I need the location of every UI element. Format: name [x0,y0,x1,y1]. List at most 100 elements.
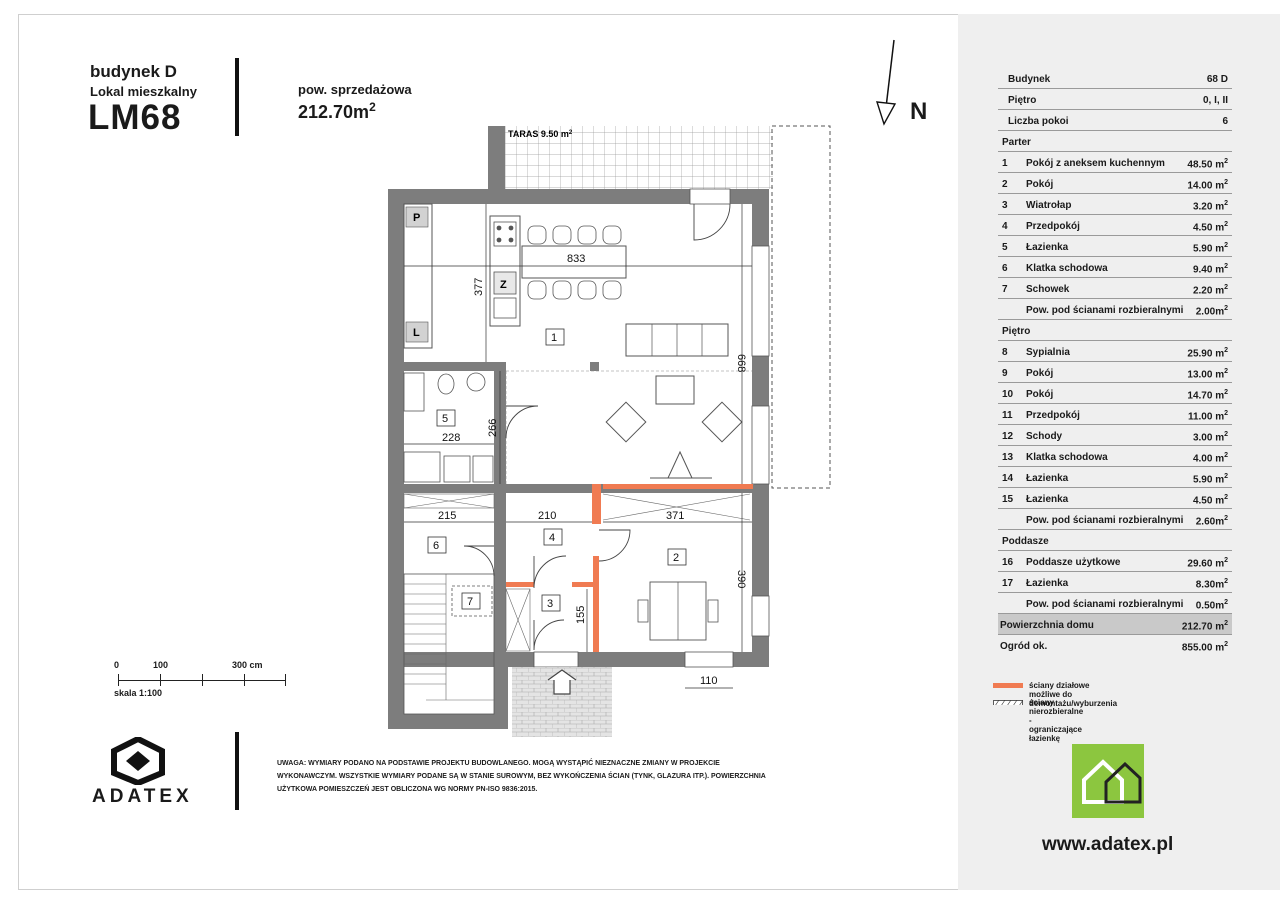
logo-text: ADATEX [92,786,193,807]
section-title: Poddasze [998,530,1232,551]
wall [494,652,508,729]
kitchen-island [489,215,521,327]
terrace-label: TARAS 9.50 m2 [508,129,573,139]
washing-machine [443,455,471,483]
wall [404,362,494,371]
dining-table [521,245,627,279]
tv-unit [650,450,712,479]
room-number: 5 [442,413,448,425]
dim-label: 210 [538,510,556,522]
north-label: N [910,98,928,125]
scale-bar: 0 100 300 cm skala 1:100 [108,660,286,710]
dim-label: 668 [735,354,747,372]
terrace-door [689,188,731,205]
room-number: 7 [467,596,473,608]
bath-cabinet [403,372,425,412]
removable-wall [572,582,593,587]
bathroom-fixtures [403,372,494,483]
fridge-label: Z [500,279,507,291]
coffee-table [655,375,695,405]
unit-kind: Lokal mieszkalny [90,84,197,99]
floor-plan: TARAS 9.50 m2 P L Z [388,125,831,737]
adatex-logo-icon [111,737,165,785]
dimension-labels: 833 377 668 266 228 215 210 371 390 155 … [438,253,747,687]
fridge [493,271,517,295]
website-link[interactable]: www.adatex.pl [1042,834,1174,855]
scale-tick-label: 100 [153,660,169,670]
room-number: 1 [551,332,557,344]
removable-wall [593,556,599,652]
room-number: 6 [433,540,439,552]
washer-label: L [413,327,420,339]
room-number: 2 [673,552,679,564]
removable-wall [506,582,534,587]
garden-row: Ogród ok.855.00 m2 [1000,641,1228,654]
dim-label: 215 [438,510,456,522]
legend-swatch [993,683,1023,688]
dim-label: 371 [666,510,684,522]
scale-label: skala 1:100 [114,688,163,698]
entrance [533,651,579,668]
room-number: 4 [549,532,555,544]
shower [403,451,441,483]
terrace-floor [505,126,773,189]
dim-label: 110 [700,675,718,687]
unit-code: LM68 [88,98,182,137]
kitchen-counter [403,203,433,349]
scale-tick-label: 0 [114,660,120,670]
dimension-lines [404,204,752,689]
header-divider [235,58,239,136]
legend-swatch [993,700,1023,705]
section-title: Parter [998,131,1232,152]
removable-wall [592,484,601,524]
dryer [472,455,494,483]
section-title: Piętro [998,320,1232,341]
wall [590,362,599,371]
toilet [437,373,455,395]
armchair [605,401,647,443]
hatching [403,493,751,652]
storage [451,585,493,617]
pantry-label: P [413,212,420,224]
dim-label: 833 [567,253,585,265]
wall [404,484,754,493]
window [751,595,770,637]
cooktop [493,221,517,247]
window [751,245,770,357]
doors [463,203,731,651]
dining-chairs [527,225,622,300]
wall [494,493,506,653]
wall [388,714,508,729]
dim-label: 377 [473,278,485,296]
terrace-outline [771,125,831,489]
dim-label: 155 [575,606,587,624]
building-label: budynek D [90,62,177,81]
dim-label: 390 [735,570,747,588]
logo-divider [235,732,239,810]
window [684,651,734,668]
house-logo-icon [1072,744,1144,818]
removable-wall [603,484,753,489]
dim-label: 266 [487,419,499,437]
armchair [701,401,743,443]
room-number: 3 [547,598,553,610]
kitchen-sink [493,297,517,319]
sale-area-value: 212.70m2 [298,100,376,122]
